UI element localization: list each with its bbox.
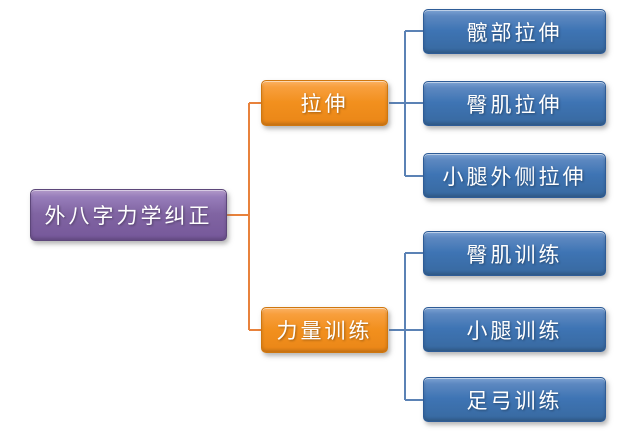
leaf-node-label: 臀肌训练 — [466, 242, 563, 267]
leaf-connector-elbow-bottom — [389, 252, 423, 401]
branch-node-stretch: 拉伸 — [261, 80, 388, 126]
leaf-node-label: 小腿训练 — [466, 318, 563, 343]
leaf-node-label: 小腿外侧拉伸 — [442, 164, 587, 189]
branch-node-label: 拉伸 — [300, 92, 349, 116]
leaf-node-label: 臀肌拉伸 — [466, 92, 563, 117]
root-node-label: 外八字力学纠正 — [44, 204, 213, 228]
leaf-node-label: 髋部拉伸 — [466, 20, 563, 45]
leaf-node-glute-training: 臀肌训练 — [423, 231, 606, 276]
branch-node-strength-training: 力量训练 — [261, 307, 388, 353]
leaf-node-foot-arch-training: 足弓训练 — [423, 377, 606, 422]
leaf-node-glute-stretch: 臀肌拉伸 — [423, 81, 606, 126]
leaf-connector-elbow-top — [389, 30, 423, 177]
branch-connector-elbow — [227, 102, 261, 331]
leaf-node-calf-training: 小腿训练 — [423, 307, 606, 352]
leaf-node-outer-calf-stretch: 小腿外侧拉伸 — [423, 153, 606, 198]
leaf-node-label: 足弓训练 — [466, 388, 563, 413]
leaf-node-hip-stretch: 髋部拉伸 — [423, 9, 606, 54]
root-node: 外八字力学纠正 — [30, 189, 227, 241]
branch-node-label: 力量训练 — [276, 319, 373, 343]
